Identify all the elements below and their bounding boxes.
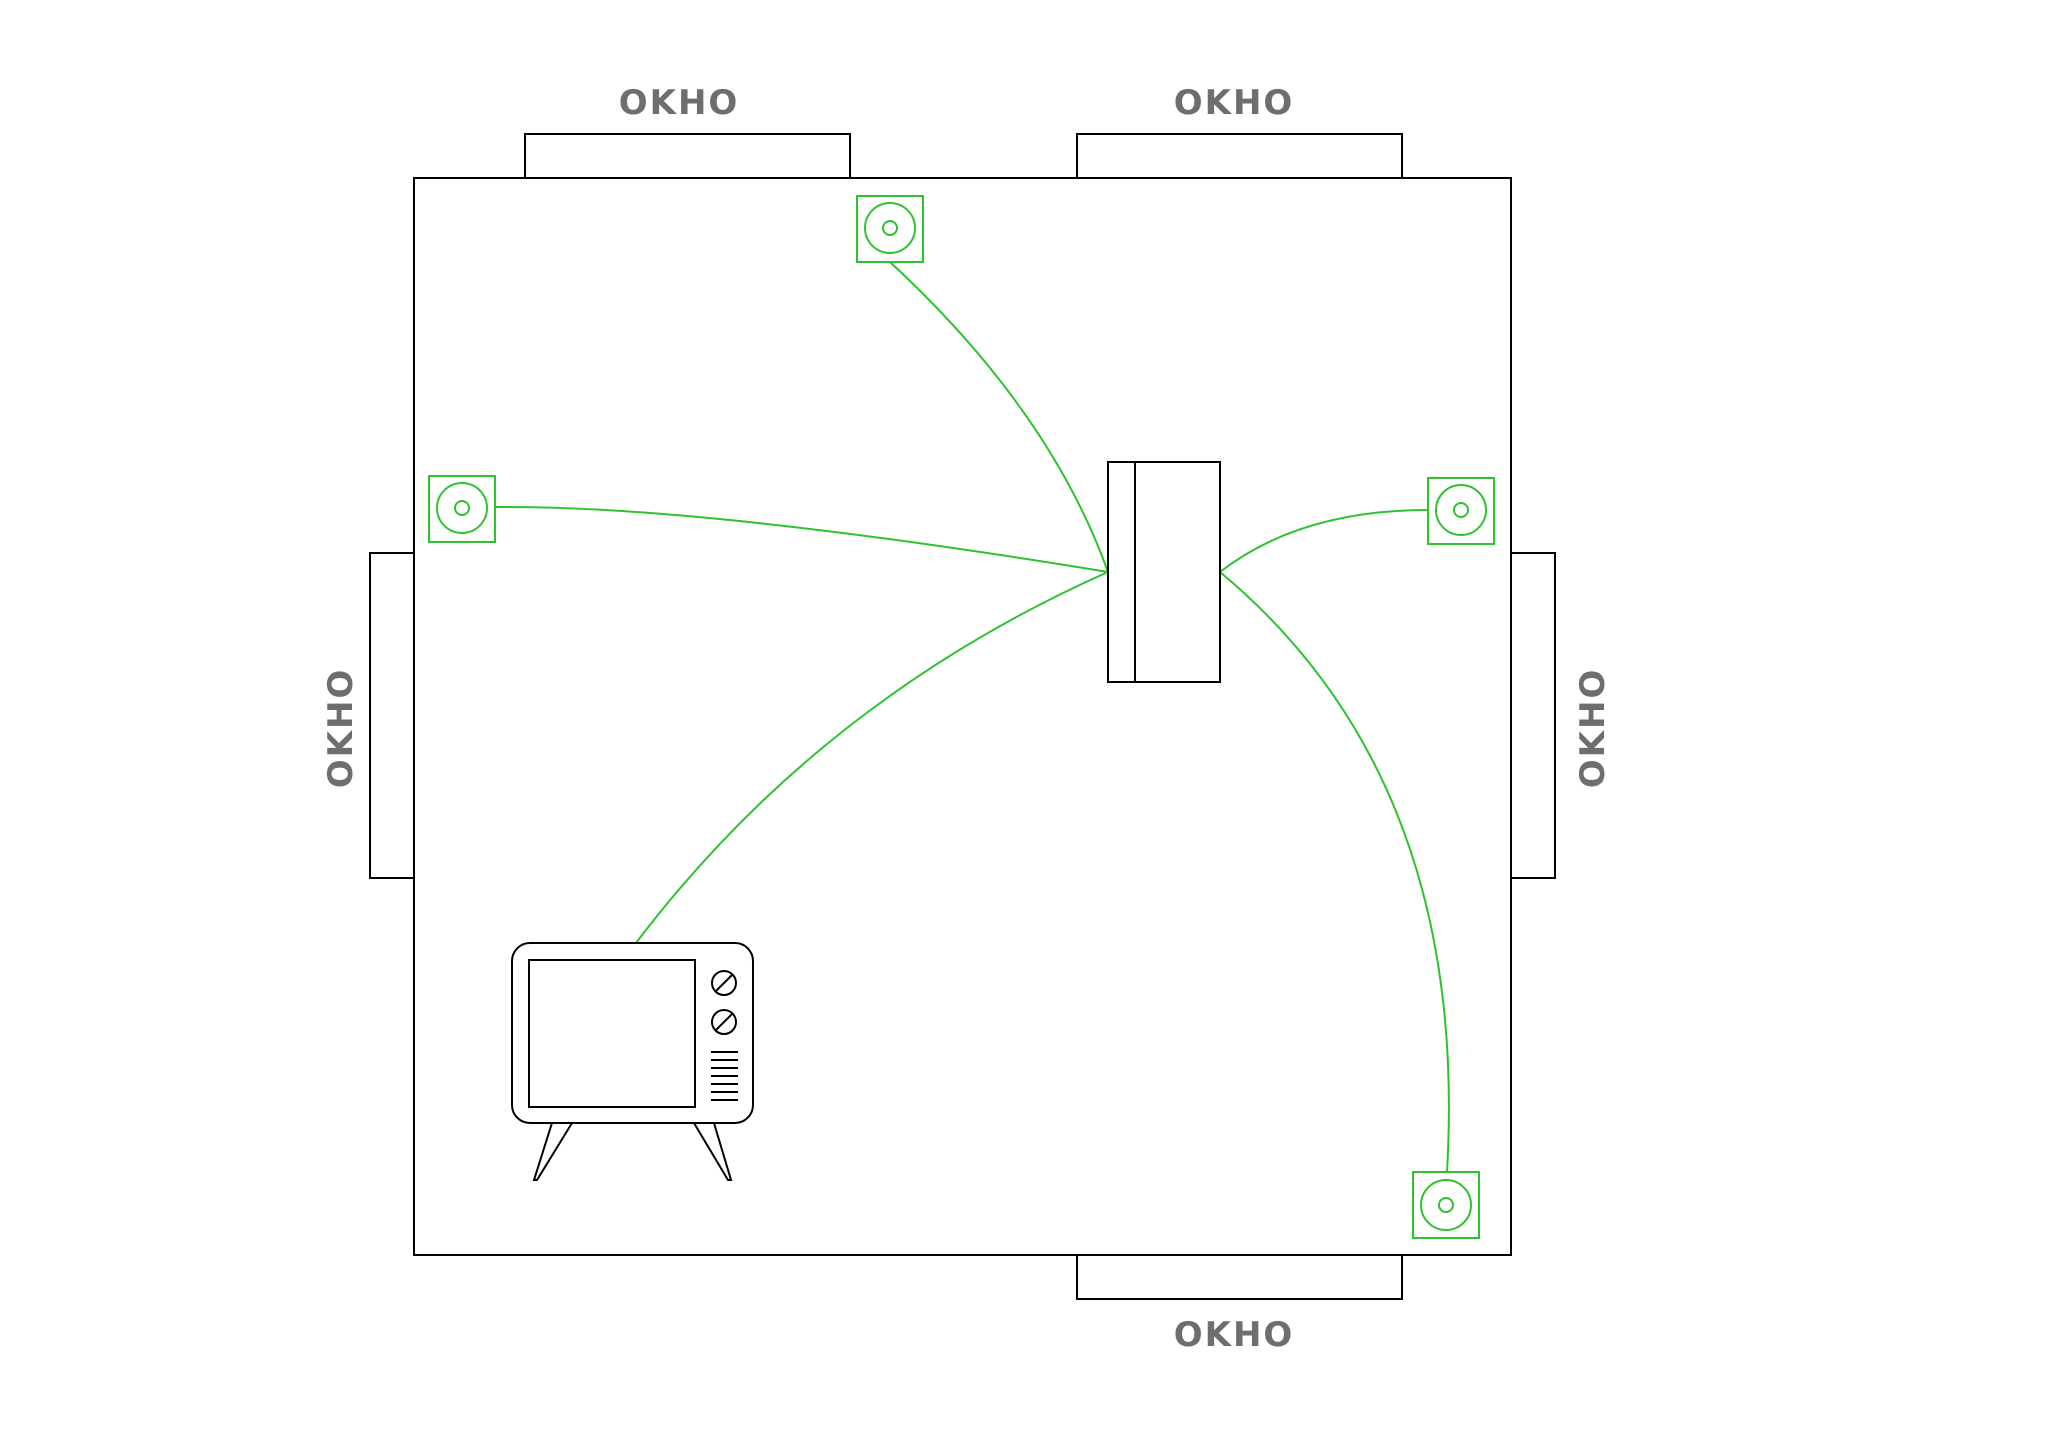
speaker-left bbox=[428, 475, 496, 543]
window-label: OKHO bbox=[1174, 1315, 1295, 1355]
speaker-right bbox=[1427, 477, 1495, 545]
speaker-bottom-right bbox=[1412, 1171, 1480, 1239]
tv-leg-left bbox=[532, 1122, 574, 1181]
window-label: OKHO bbox=[321, 668, 361, 789]
window-top-left: OKHO bbox=[524, 83, 851, 179]
tv-leg-right bbox=[692, 1122, 733, 1181]
receiver bbox=[1107, 461, 1221, 683]
cable-left-speaker bbox=[494, 505, 1109, 573]
window-top-right: OKHO bbox=[1076, 83, 1403, 179]
window-label: OKHO bbox=[619, 83, 740, 123]
window-right: OKHO bbox=[1510, 552, 1613, 879]
speaker-cone-icon bbox=[436, 482, 488, 534]
speaker-top bbox=[856, 195, 924, 263]
cable-bottom-right-speaker bbox=[1219, 571, 1450, 1173]
window-bottom: OKHO bbox=[1076, 1254, 1403, 1355]
window-label: OKHO bbox=[1573, 668, 1613, 789]
cable-right-speaker bbox=[1219, 509, 1429, 573]
speaker-cables bbox=[494, 261, 1450, 1173]
tv-speaker-grille bbox=[711, 1051, 738, 1101]
window-label: OKHO bbox=[1174, 83, 1295, 123]
window-left: OKHO bbox=[321, 552, 415, 879]
cable-tv bbox=[635, 571, 1109, 944]
tv-icon bbox=[511, 942, 754, 1181]
speaker-cone-icon bbox=[1435, 484, 1487, 536]
speaker-cone-icon bbox=[864, 202, 916, 254]
speaker-cone-icon bbox=[1420, 1179, 1472, 1231]
cable-top-speaker bbox=[889, 261, 1109, 573]
